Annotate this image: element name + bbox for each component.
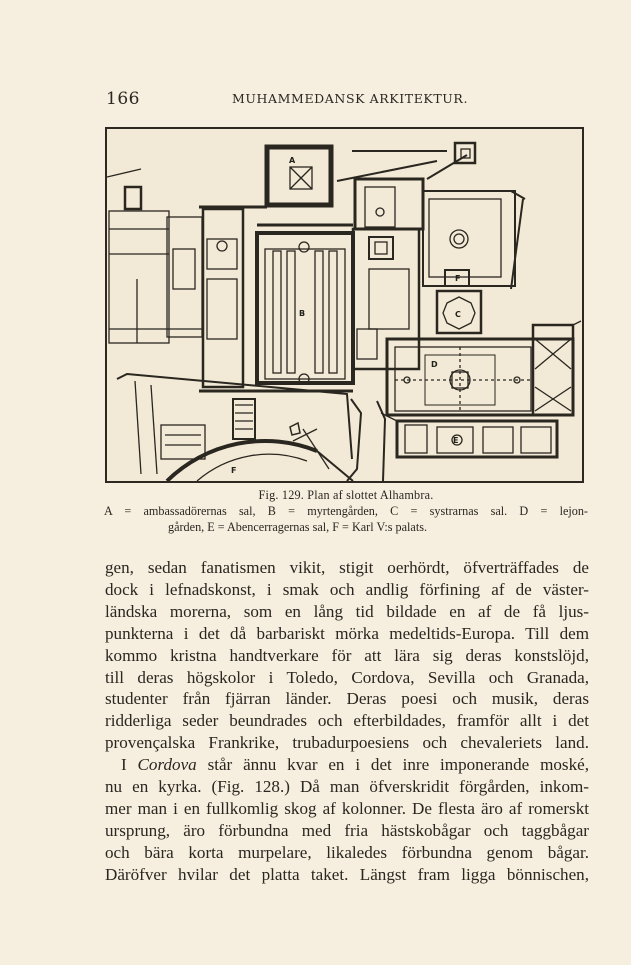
tower-a-outline [264, 144, 334, 208]
page-number: 166 [106, 89, 140, 109]
floor-plan-drawing: A B C D E F F [107, 141, 582, 481]
caption-title: Fig. 129. Plan af slottet Alhambra. [258, 488, 434, 502]
sisters-hall-outline [435, 289, 483, 335]
label-f-small: F [455, 274, 460, 283]
text-line: mer man i en fullkomlig skog af kolonner… [105, 798, 589, 818]
text-line: ursprung, äro förbundna med fria hästsko… [105, 820, 589, 840]
caption-legend-line: A = ambassadörernas sal, B = myrtengårde… [104, 504, 588, 518]
cordova-prefix: I [121, 755, 138, 775]
alhambra-floor-plan: A B C D E F F [105, 127, 584, 483]
running-title: MUHAMMEDANSK ARKITEKTUR. [232, 91, 469, 106]
text-line: ridderliga seder beundrades och efterbil… [105, 711, 589, 731]
label-b: B [299, 309, 305, 318]
figure-caption: Fig. 129. Plan af slottet Alhambra. A = … [104, 487, 588, 535]
label-c: C [455, 310, 461, 319]
label-e: E [453, 436, 458, 445]
text-line: nu en kyrka. (Fig. 128.) Då man öfverskr… [105, 777, 589, 797]
text-line: ländska morerna, som en lång tid bildade… [105, 601, 589, 621]
caption-legend-line: gården, E = Abencerragernas sal, F = Kar… [168, 520, 427, 534]
label-d: D [431, 360, 438, 369]
label-f: F [231, 466, 236, 475]
cordova-place-name: Cordova [137, 755, 197, 775]
text-line: provençalska Frankrike, trubadurpoesiens… [105, 733, 589, 753]
text-line: dock i lefnadskonst, i smak och andlig f… [105, 579, 589, 599]
text-line: gen, sedan fanatismen vikit, stigit oerh… [105, 558, 589, 577]
cordova-rest: står ännu kvar en i det inre imponerande… [196, 755, 589, 775]
myrtle-court-outline [255, 231, 355, 385]
label-a: A [289, 156, 296, 165]
text-line: kommo kristna handtverkare för att lära … [105, 645, 589, 665]
left-wing-outline [108, 210, 170, 344]
body-text: gen, sedan fanatismen vikit, stigit oerh… [105, 557, 589, 886]
text-line: Däröfver hvilar det platta taket. Längst… [105, 864, 589, 884]
paragraph-start-line: I Cordova står ännu kvar en i det inre i… [105, 754, 589, 776]
text-line: till deras högskolor i Toledo, Cordova, … [105, 667, 589, 687]
text-line: studenter från fjärran länder. Deras poe… [105, 689, 589, 709]
text-line: punkterna i det då barbariskt mörka mede… [105, 623, 589, 643]
text-line: och bära korta murpelare, likaledes förb… [105, 842, 589, 862]
charles-palace-arc [165, 439, 318, 481]
